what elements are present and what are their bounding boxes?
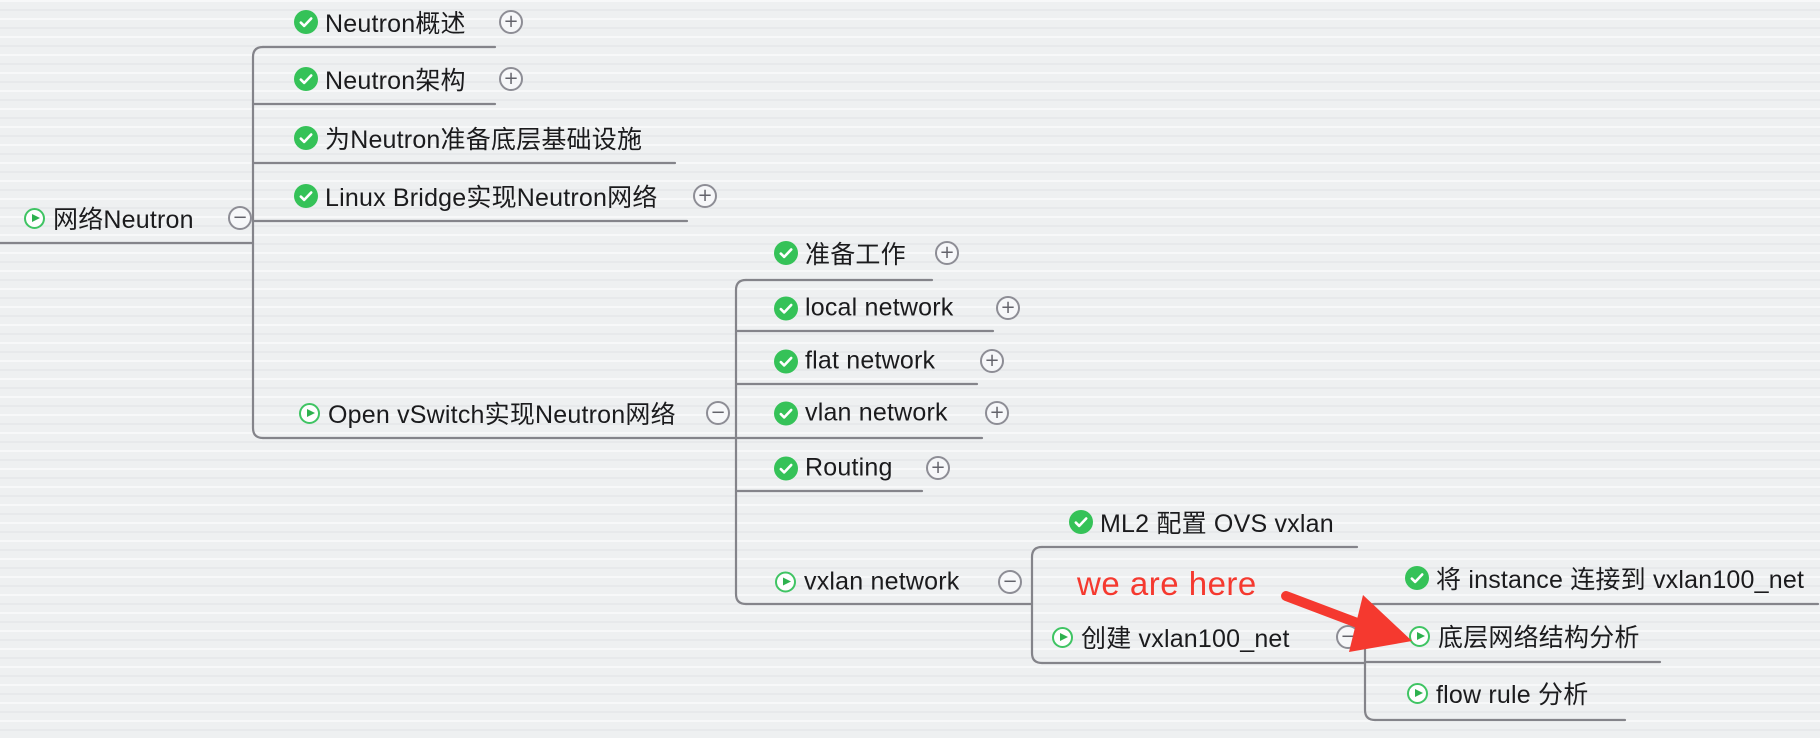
node-neutron-architecture[interactable]: Neutron架构: [294, 61, 466, 97]
node-network-neutron[interactable]: 网络Neutron: [24, 200, 194, 236]
node-local-network[interactable]: local network: [774, 294, 954, 323]
node-routing[interactable]: Routing: [774, 454, 893, 483]
node-label: 准备工作: [805, 241, 906, 269]
collapse-button-open-vswitch[interactable]: −: [706, 401, 730, 425]
status-done-icon: [294, 67, 318, 91]
status-done-icon: [1405, 566, 1429, 590]
node-label: ML2 配置 OVS vxlan: [1100, 510, 1334, 538]
node-label: 将 instance 连接到 vxlan100_net: [1436, 566, 1805, 594]
collapse-button-create-vxlan100-net[interactable]: −: [1336, 625, 1360, 649]
node-connect-instance[interactable]: 将 instance 连接到 vxlan100_net: [1405, 560, 1804, 596]
node-preparation[interactable]: 准备工作: [774, 235, 906, 271]
node-label: 底层网络结构分析: [1438, 624, 1640, 652]
status-done-icon: [774, 349, 798, 373]
node-neutron-overview[interactable]: Neutron概述: [294, 4, 466, 40]
status-in-progress-icon: [775, 571, 796, 593]
node-open-vswitch[interactable]: Open vSwitch实现Neutron网络: [299, 395, 676, 431]
status-in-progress-icon: [1409, 625, 1430, 647]
node-label: flow rule 分析: [1436, 681, 1589, 709]
status-in-progress-icon: [299, 402, 320, 424]
node-label: Neutron架构: [325, 67, 466, 95]
node-label: vlan network: [805, 398, 948, 427]
node-label: Routing: [805, 453, 893, 482]
expand-button-preparation[interactable]: +: [935, 241, 959, 265]
we-are-here-annotation: we are here: [1077, 565, 1257, 602]
status-done-icon: [294, 184, 318, 208]
node-linux-bridge[interactable]: Linux Bridge实现Neutron网络: [294, 178, 658, 214]
node-ml2-config[interactable]: ML2 配置 OVS vxlan: [1069, 504, 1334, 540]
expand-button-neutron-architecture[interactable]: +: [499, 67, 523, 91]
collapse-button-network-neutron[interactable]: −: [228, 206, 252, 230]
status-done-icon: [294, 126, 318, 150]
node-label: vxlan network: [804, 567, 960, 596]
status-in-progress-icon: [1052, 626, 1073, 648]
node-label: 创建 vxlan100_net: [1081, 625, 1290, 653]
node-label: local network: [805, 293, 954, 322]
node-label: 为Neutron准备底层基础设施: [325, 126, 643, 154]
node-vxlan-network[interactable]: vxlan network: [775, 568, 959, 597]
collapse-button-vxlan-network[interactable]: −: [998, 570, 1022, 594]
status-done-icon: [1069, 510, 1093, 534]
expand-button-vlan-network[interactable]: +: [985, 401, 1009, 425]
node-flow-rule-analysis[interactable]: flow rule 分析: [1407, 675, 1588, 711]
expand-button-routing[interactable]: +: [926, 456, 950, 480]
status-done-icon: [774, 456, 798, 480]
node-label: flat network: [805, 346, 936, 375]
node-underlying-network-analysis[interactable]: 底层网络结构分析: [1409, 618, 1640, 654]
expand-button-neutron-overview[interactable]: +: [499, 10, 523, 34]
status-done-icon: [294, 10, 318, 34]
status-done-icon: [774, 296, 798, 320]
node-label: Neutron概述: [325, 10, 466, 38]
expand-button-flat-network[interactable]: +: [980, 349, 1004, 373]
node-label: Open vSwitch实现Neutron网络: [328, 401, 676, 429]
status-done-icon: [774, 241, 798, 265]
node-label: 网络Neutron: [53, 206, 194, 234]
status-in-progress-icon: [24, 207, 45, 229]
expand-button-linux-bridge[interactable]: +: [693, 184, 717, 208]
status-done-icon: [774, 401, 798, 425]
node-create-vxlan100-net[interactable]: 创建 vxlan100_net: [1052, 619, 1290, 655]
node-flat-network[interactable]: flat network: [774, 347, 935, 376]
node-label: Linux Bridge实现Neutron网络: [325, 184, 658, 212]
node-prepare-infrastructure[interactable]: 为Neutron准备底层基础设施: [294, 120, 642, 156]
expand-button-local-network[interactable]: +: [996, 296, 1020, 320]
status-in-progress-icon: [1407, 682, 1428, 704]
node-vlan-network[interactable]: vlan network: [774, 399, 948, 428]
